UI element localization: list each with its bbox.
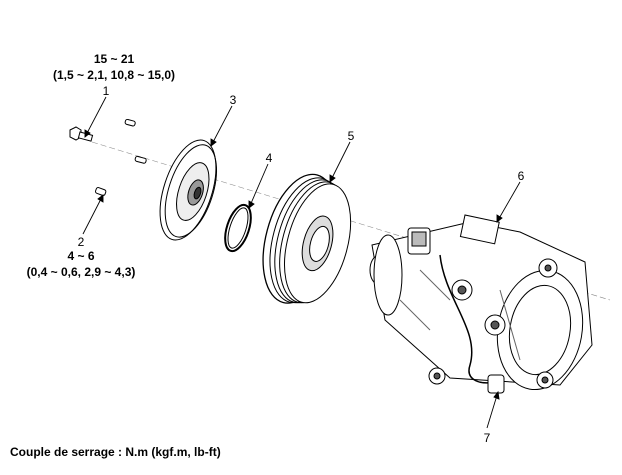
pulley-5 bbox=[262, 173, 352, 304]
callout-2: 2 bbox=[77, 235, 85, 249]
compressor-6 bbox=[369, 214, 593, 394]
clutch-disc-3 bbox=[159, 139, 218, 241]
torque-units-bottom: (0,4 ~ 0,6, 2,9 ~ 4,3) bbox=[26, 265, 136, 279]
callout-5: 5 bbox=[347, 129, 355, 143]
callout-1: 1 bbox=[102, 84, 110, 98]
torque-legend: Couple de serrage : N.m (kgf.m, lb-ft) bbox=[10, 445, 221, 459]
callout-6: 6 bbox=[517, 169, 525, 183]
callout-3: 3 bbox=[229, 93, 237, 107]
bolt-2 bbox=[95, 187, 107, 196]
snap-ring-4 bbox=[224, 203, 252, 253]
small-bolt bbox=[134, 155, 147, 164]
small-bolt bbox=[124, 118, 136, 127]
torque-units-top: (1,5 ~ 2,1, 10,8 ~ 15,0) bbox=[52, 68, 176, 82]
callout-7: 7 bbox=[483, 431, 491, 445]
torque-value-bottom: 4 ~ 6 bbox=[67, 249, 95, 263]
leader-lines bbox=[82, 96, 521, 429]
torque-value-top: 15 ~ 21 bbox=[93, 52, 135, 66]
callout-4: 4 bbox=[265, 151, 273, 165]
